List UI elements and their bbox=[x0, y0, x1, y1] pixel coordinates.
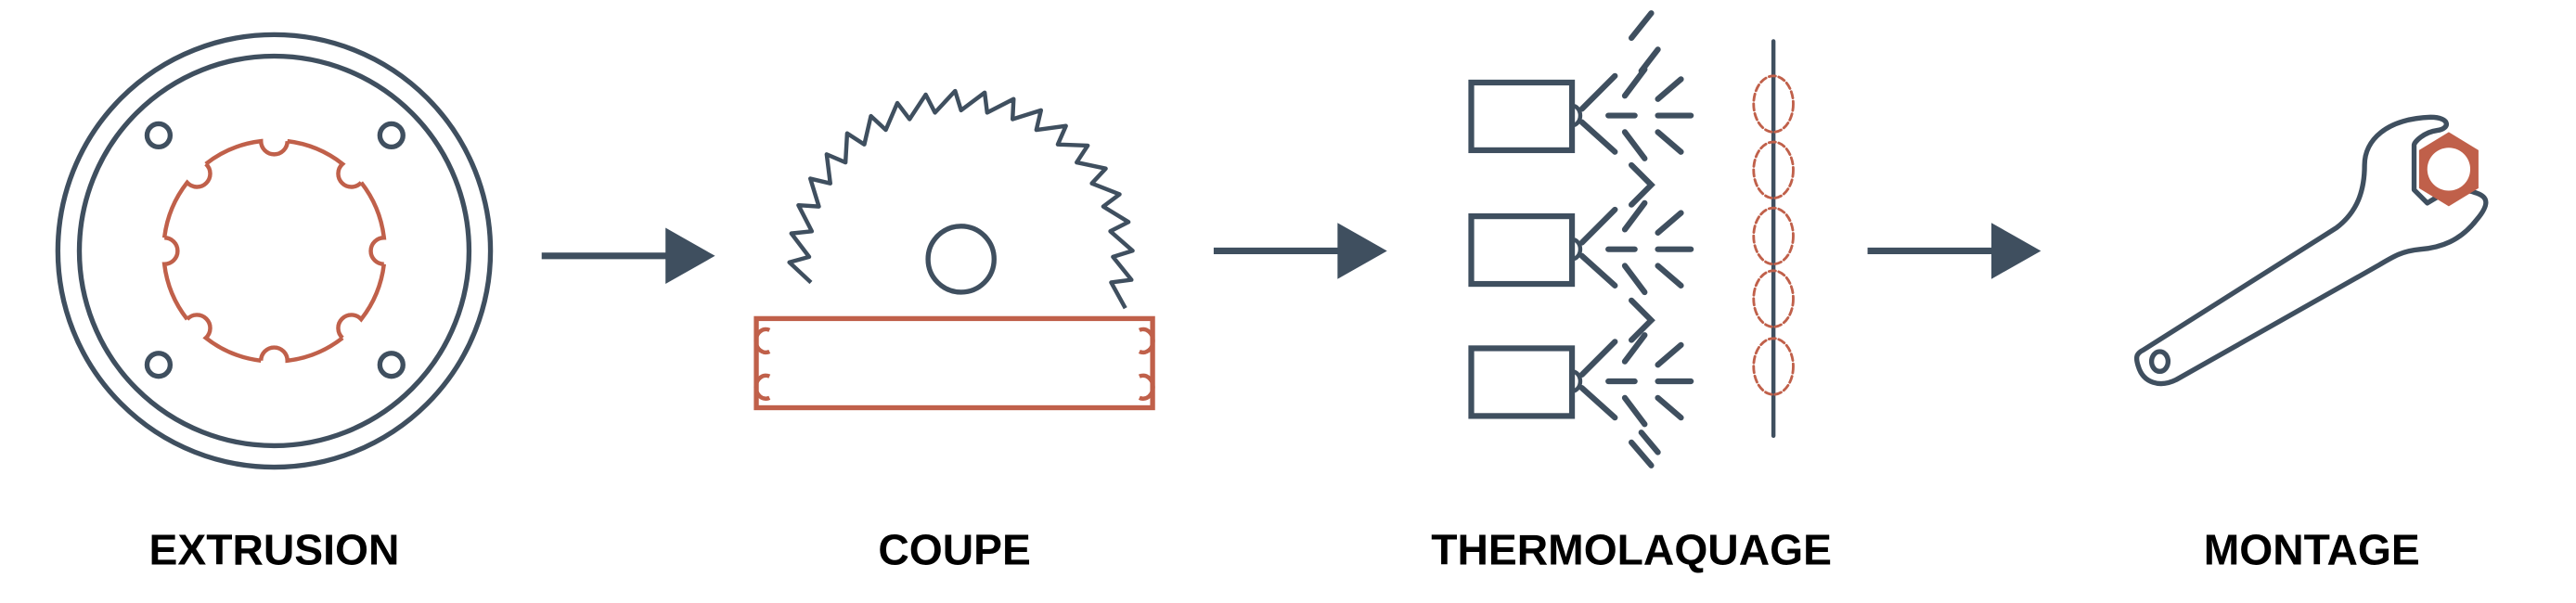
spray-line bbox=[1638, 46, 1661, 74]
spray-gun-body bbox=[1468, 212, 1576, 288]
spray-line bbox=[1578, 119, 1618, 155]
spray-coating-icon bbox=[1468, 10, 1795, 468]
arrow-1 bbox=[541, 227, 715, 285]
coated-profile bbox=[1752, 206, 1795, 266]
spray-line bbox=[1578, 252, 1618, 289]
step-label-extrusion: EXTRUSION bbox=[149, 526, 400, 574]
spray-line bbox=[1578, 385, 1618, 421]
spray-nozzle bbox=[1569, 237, 1583, 262]
spray-line bbox=[1621, 263, 1648, 296]
spray-line bbox=[1628, 161, 1655, 208]
step-label-coupe: COUPE bbox=[878, 526, 1030, 574]
spray-line bbox=[1578, 206, 1618, 246]
spray-nozzle bbox=[1569, 103, 1583, 128]
spray-line bbox=[1655, 210, 1684, 237]
spray-line bbox=[1655, 129, 1684, 155]
coated-profile bbox=[1752, 337, 1795, 396]
spray-line bbox=[1578, 339, 1618, 378]
wrench-icon bbox=[2133, 114, 2489, 387]
spray-line bbox=[1578, 72, 1618, 112]
circular-saw-icon bbox=[753, 88, 1155, 411]
spray-line bbox=[1621, 129, 1648, 161]
spray-line bbox=[1621, 199, 1648, 233]
spray-gun-body bbox=[1468, 79, 1576, 154]
spray-gun-body bbox=[1468, 345, 1576, 419]
spray-line bbox=[1655, 341, 1684, 368]
step-label-thermolaquage: THERMOLAQUAGE bbox=[1431, 526, 1832, 574]
spray-line bbox=[1621, 332, 1648, 365]
spray-line bbox=[1628, 297, 1655, 343]
coated-profile bbox=[1752, 140, 1795, 199]
extrusion-die-icon bbox=[55, 32, 494, 470]
spray-line bbox=[1655, 394, 1684, 421]
step-label-montage: MONTAGE bbox=[2204, 526, 2420, 574]
spray-line bbox=[1638, 430, 1661, 455]
spray-line bbox=[1655, 263, 1684, 289]
arrow-2 bbox=[1213, 223, 1387, 279]
spray-line bbox=[1655, 76, 1684, 102]
spray-line bbox=[1628, 10, 1655, 42]
spray-line bbox=[1621, 394, 1648, 428]
coated-profile bbox=[1752, 74, 1795, 134]
coated-profile bbox=[1752, 269, 1795, 328]
spray-nozzle bbox=[1569, 369, 1583, 393]
spray-line bbox=[1628, 439, 1655, 468]
arrow-3 bbox=[1867, 223, 2041, 279]
